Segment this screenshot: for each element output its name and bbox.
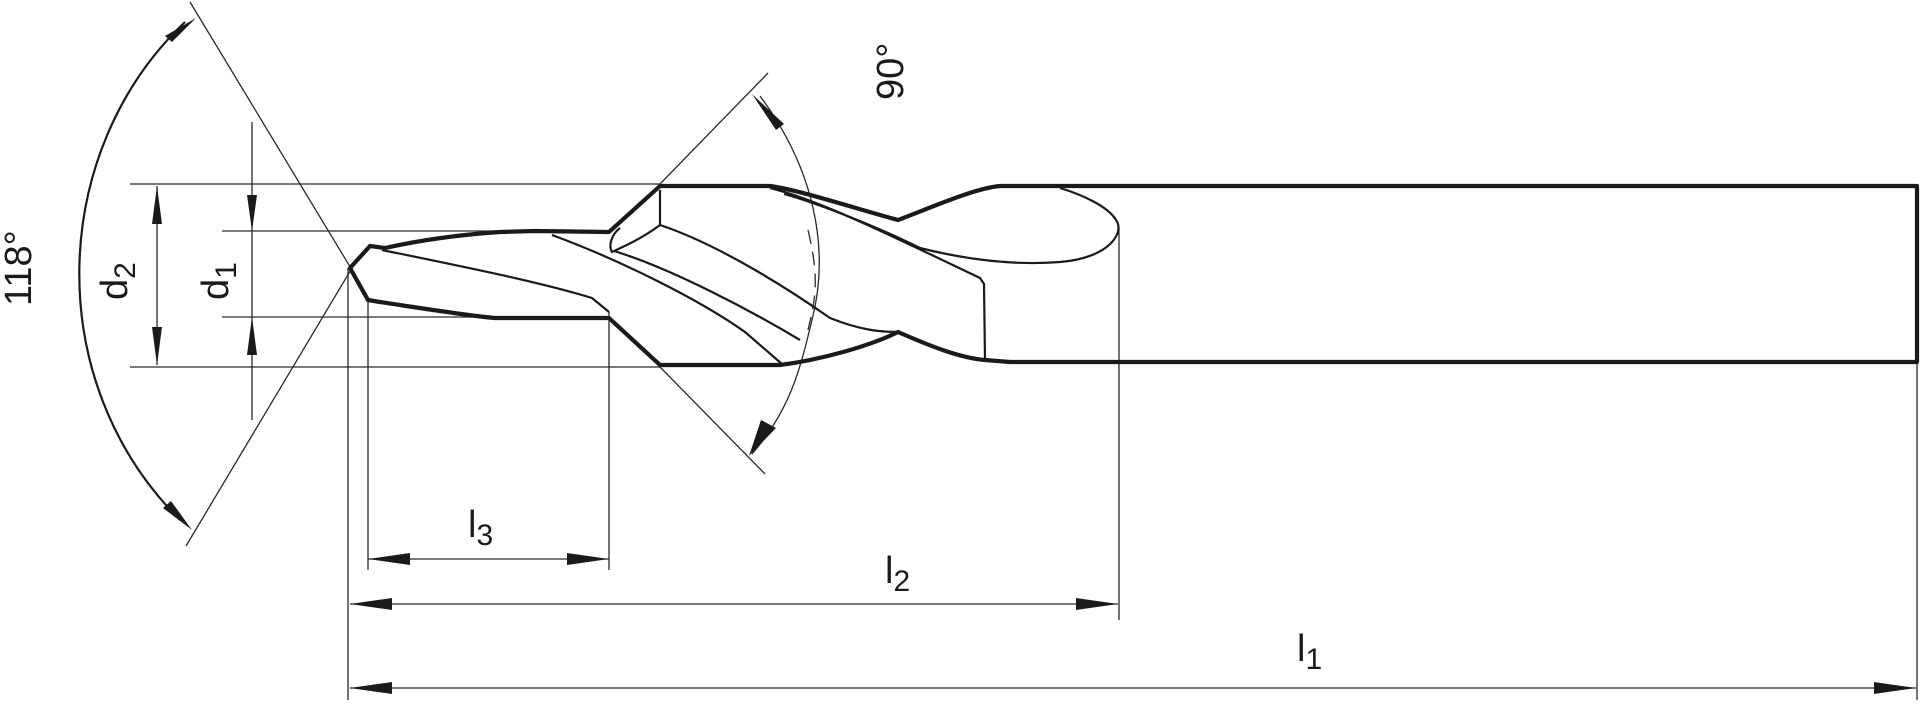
arrowhead-icon xyxy=(163,501,192,530)
l3-label: l3 xyxy=(468,504,494,552)
d1-label: d1 xyxy=(195,262,243,300)
arrowhead-icon xyxy=(165,18,196,42)
arrowhead-icon xyxy=(567,553,609,565)
length-dimensions xyxy=(350,553,1916,694)
arrowhead-icon xyxy=(152,327,162,365)
arrowhead-icon xyxy=(749,420,776,456)
l2-label: l2 xyxy=(885,550,911,598)
arrowhead-icon xyxy=(350,682,392,694)
tip-angle-construction xyxy=(78,1,353,547)
arrowhead-icon xyxy=(1874,682,1916,694)
step-angle-label: 90° xyxy=(870,42,912,100)
arrowhead-icon xyxy=(152,186,162,224)
diameter-dimensions xyxy=(152,122,257,420)
arrowhead-icon xyxy=(368,553,410,565)
arrowhead-icon xyxy=(247,195,257,231)
extension-lines xyxy=(130,183,1918,700)
tip-angle-label: 118° xyxy=(0,230,40,306)
arrowhead-icon xyxy=(752,94,784,130)
drill-body xyxy=(347,183,1920,368)
arrowhead-icon xyxy=(247,317,257,355)
d2-label: d2 xyxy=(94,262,142,300)
l1-label: l1 xyxy=(1297,628,1323,676)
arrowhead-icon xyxy=(350,598,392,610)
step-angle-construction xyxy=(659,72,820,475)
arrowhead-icon xyxy=(1076,598,1118,610)
